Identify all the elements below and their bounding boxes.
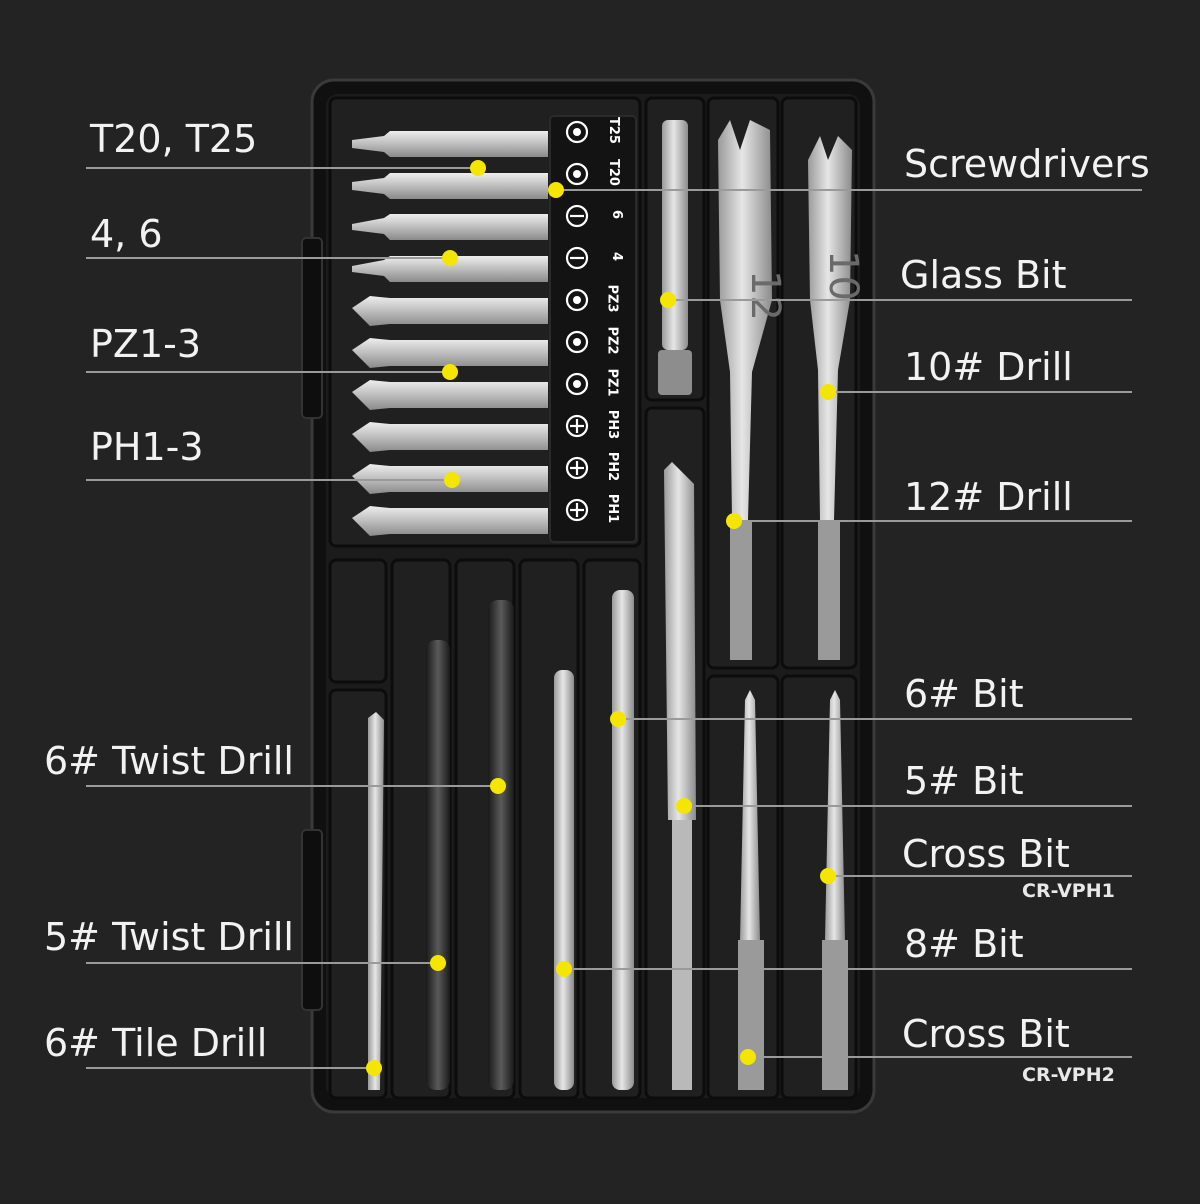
- marking-6: 6: [609, 209, 625, 220]
- marking-ph3: PH3: [605, 409, 621, 440]
- twist-drill-1-shape: [426, 640, 450, 1090]
- hinge-tab-bottom: [301, 829, 323, 1011]
- indicator-dots: [366, 160, 836, 1076]
- screwdriver-bits: [352, 131, 548, 536]
- steel-drill-3-shape: [554, 670, 574, 1090]
- bit-pz2: [352, 338, 548, 368]
- label-10-drill: 10# Drill: [904, 345, 1073, 389]
- bit-t20: [352, 173, 548, 199]
- label-8-bit: 8# Bit: [904, 922, 1024, 966]
- bit-slot-6: [352, 214, 548, 240]
- compartment-small-a: [328, 558, 388, 684]
- marking-ph2: PH2: [605, 451, 621, 482]
- spade-number-left: 12: [742, 270, 788, 321]
- label-cross-bit-2: Cross Bit: [902, 1012, 1070, 1056]
- spade-number-right: 10: [820, 250, 866, 301]
- tile-drill-shape: [368, 712, 384, 1090]
- label-glass-bit: Glass Bit: [900, 253, 1067, 297]
- label-6-tile-drill: 6# Tile Drill: [44, 1021, 268, 1065]
- spade-drill-12-shape: [718, 120, 772, 660]
- label-cross-bit-1: Cross Bit: [902, 832, 1070, 876]
- label-cr-vph1: CR-VPH1: [1022, 880, 1115, 902]
- label-5-bit: 5# Bit: [904, 759, 1024, 803]
- hex-bit-1-shape: [738, 690, 764, 1090]
- label-cr-vph2: CR-VPH2: [1022, 1064, 1115, 1086]
- bit-pz1: [352, 380, 548, 410]
- label-phillips: PH1-3: [90, 425, 204, 469]
- label-t20-t25: T20, T25: [90, 117, 258, 161]
- label-6-twist-drill: 6# Twist Drill: [44, 739, 294, 783]
- leader-lines: [86, 167, 1142, 1069]
- label-slotted: 4, 6: [90, 212, 163, 256]
- label-12-drill: 12# Drill: [904, 475, 1073, 519]
- twist-drill-2-shape: [488, 600, 514, 1090]
- marking-pz1: PZ1: [604, 368, 620, 397]
- star-glyphs: [573, 128, 581, 388]
- steel-drill-4-shape: [612, 590, 634, 1090]
- bit-marking-card: [549, 115, 637, 543]
- label-5-twist-drill: 5# Twist Drill: [44, 915, 294, 959]
- bit-t25: [352, 131, 548, 157]
- bit-ph1: [352, 506, 548, 536]
- marking-t20: T20: [605, 159, 621, 186]
- marking-t25: T25: [605, 117, 621, 144]
- marking-pz2: PZ2: [604, 326, 620, 355]
- bit-pz3: [352, 296, 548, 326]
- spade-drill-10-shape: [808, 136, 852, 660]
- marking-ph1: PH1: [605, 493, 621, 524]
- bit-slot-4: [352, 256, 548, 282]
- marking-4: 4: [609, 251, 625, 262]
- hinge-tab-top: [301, 237, 323, 419]
- marking-pz3: PZ3: [604, 284, 620, 313]
- label-screwdrivers: Screwdrivers: [904, 142, 1150, 186]
- label-pozidriv: PZ1-3: [90, 322, 202, 366]
- bit-marking-symbols: [565, 120, 589, 522]
- masonry-drill-shape: [664, 462, 696, 1090]
- label-6-bit: 6# Bit: [904, 672, 1024, 716]
- bit-ph3: [352, 422, 548, 452]
- glass-bit-shape: [658, 120, 692, 395]
